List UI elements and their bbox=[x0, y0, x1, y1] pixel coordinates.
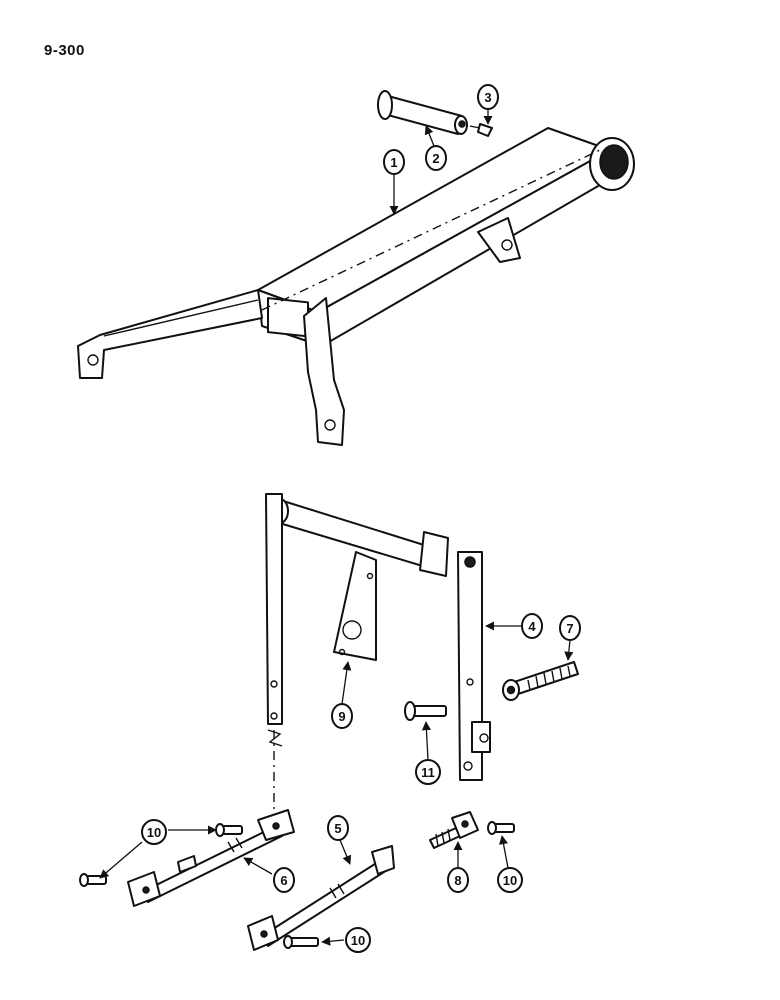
callout-1: 1 bbox=[383, 149, 405, 175]
bolt bbox=[404, 701, 447, 721]
callout-4-label: 4 bbox=[528, 619, 536, 634]
pin bbox=[377, 90, 468, 135]
callout-4: 4 bbox=[521, 613, 543, 639]
callout-3: 3 bbox=[477, 84, 499, 110]
adjustable-link bbox=[127, 809, 295, 907]
callout-10a: 10 bbox=[141, 819, 167, 845]
callout-9: 9 bbox=[331, 703, 353, 729]
callout-9-label: 9 bbox=[338, 709, 345, 724]
callout-6-label: 6 bbox=[280, 873, 287, 888]
bolt-10-lower-left bbox=[79, 873, 107, 887]
callout-8: 8 bbox=[447, 867, 469, 893]
callout-2-label: 2 bbox=[432, 151, 439, 166]
callout-7: 7 bbox=[559, 615, 581, 641]
eye-bolt bbox=[502, 661, 579, 701]
leader-10c bbox=[499, 835, 509, 869]
callout-11: 11 bbox=[415, 759, 441, 785]
plate bbox=[333, 551, 377, 661]
alignment-line-break bbox=[267, 729, 283, 747]
clevis-bolt bbox=[429, 811, 479, 849]
bolt-10-upper bbox=[215, 823, 243, 837]
page-number: 9-300 bbox=[44, 42, 85, 59]
callout-2: 2 bbox=[425, 145, 447, 171]
bolt-10-right bbox=[487, 821, 515, 835]
rod bbox=[247, 845, 395, 951]
lift-frame bbox=[265, 493, 491, 781]
leader-10a-b bbox=[99, 841, 143, 879]
callout-1-label: 1 bbox=[390, 155, 397, 170]
callout-5-label: 5 bbox=[334, 821, 341, 836]
callout-10c: 10 bbox=[497, 867, 523, 893]
leader-2 bbox=[424, 125, 435, 147]
leader-9 bbox=[341, 661, 352, 705]
callout-5: 5 bbox=[327, 815, 349, 841]
callout-7-label: 7 bbox=[566, 621, 573, 636]
callout-11-label: 11 bbox=[421, 765, 435, 780]
leader-11 bbox=[421, 721, 431, 761]
clip bbox=[469, 123, 493, 137]
callout-8-label: 8 bbox=[454, 873, 461, 888]
callout-3-label: 3 bbox=[484, 90, 491, 105]
bolt-10-bottom bbox=[283, 935, 319, 949]
leader-5 bbox=[339, 839, 352, 865]
callout-10b: 10 bbox=[345, 927, 371, 953]
callout-10b-label: 10 bbox=[351, 933, 365, 948]
leader-7 bbox=[564, 639, 574, 661]
frame-beam bbox=[77, 127, 635, 446]
callout-6: 6 bbox=[273, 867, 295, 893]
leader-6 bbox=[243, 857, 273, 875]
callout-10c-label: 10 bbox=[503, 873, 517, 888]
callout-10a-label: 10 bbox=[147, 825, 161, 840]
leader-10b bbox=[321, 936, 345, 946]
